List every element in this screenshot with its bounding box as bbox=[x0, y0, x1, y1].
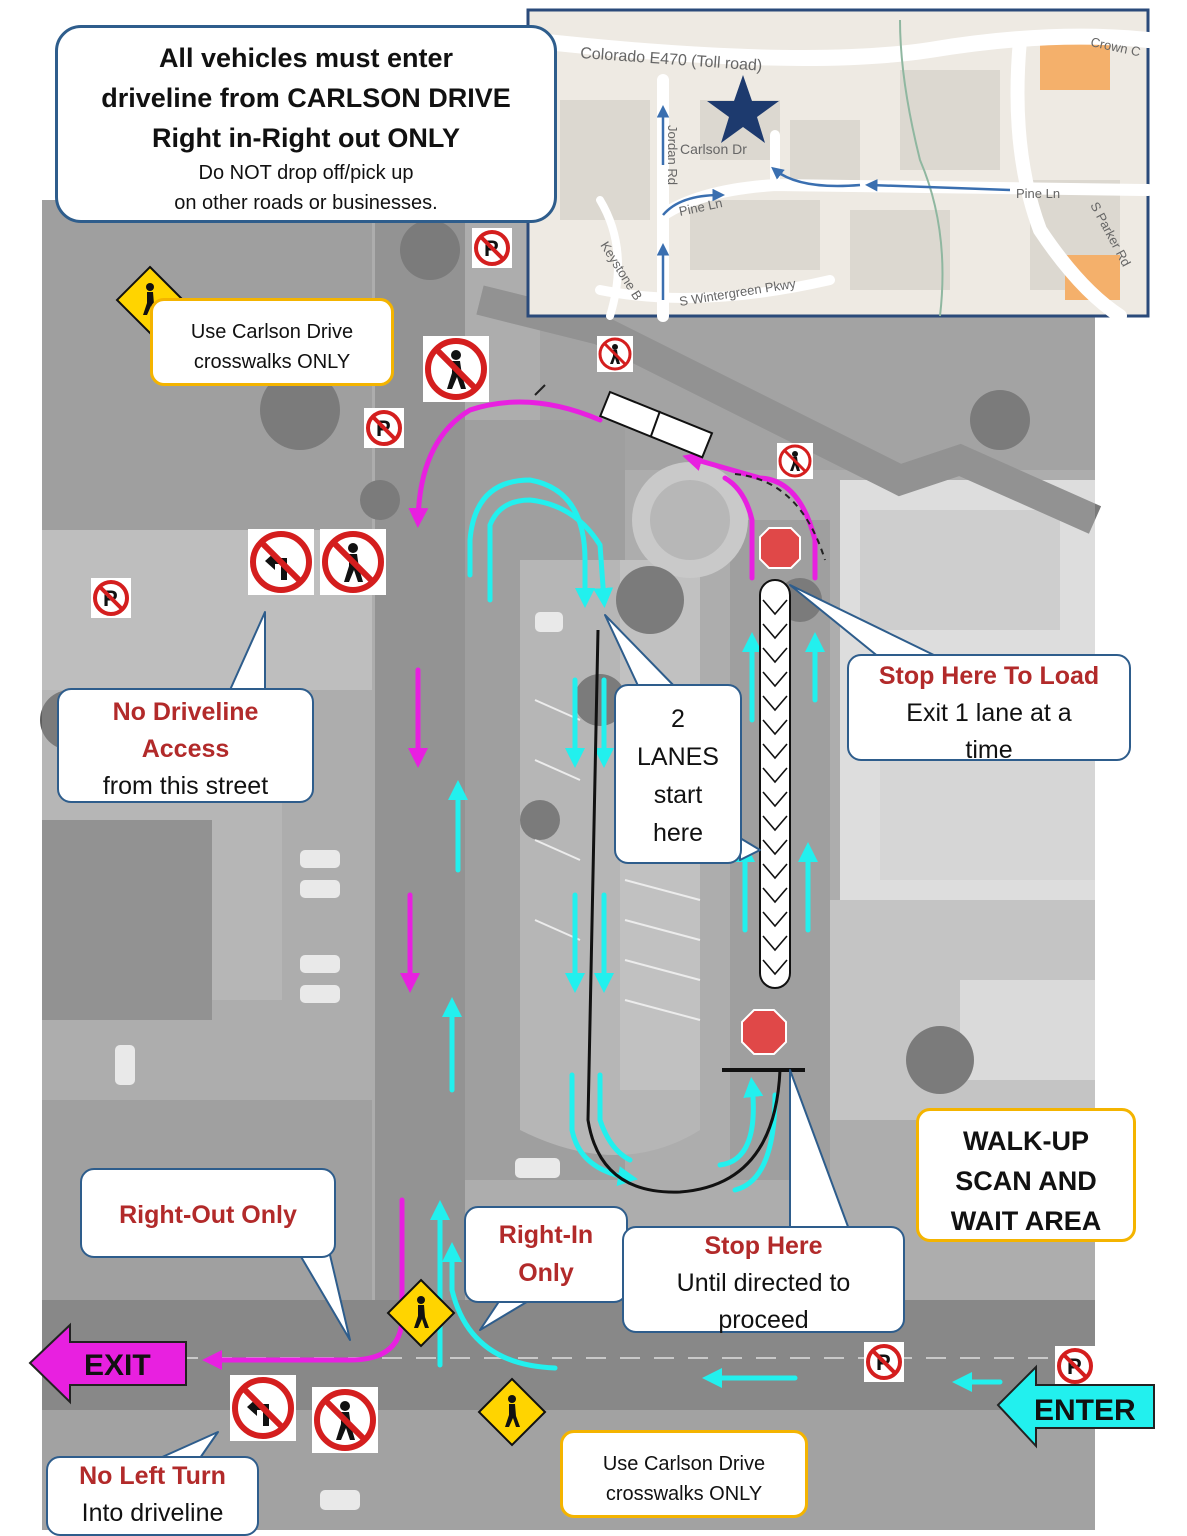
right-out-callout: Right-Out Only bbox=[80, 1168, 336, 1258]
no-access-line1: No Driveline bbox=[112, 698, 259, 726]
chevron-median bbox=[759, 579, 791, 989]
stop-here-callout: Stop Here Until directed to proceed bbox=[622, 1226, 905, 1334]
no-left-turn-icon bbox=[248, 529, 314, 595]
stop-load-line2: time bbox=[965, 736, 1013, 764]
right-out-line1: Right-Out Only bbox=[119, 1201, 297, 1229]
two-lanes-line1: 2 bbox=[671, 705, 685, 733]
no-left-title: No Left Turn bbox=[79, 1462, 226, 1490]
crosswalk-bottom-line2: crosswalks ONLY bbox=[605, 1483, 763, 1505]
no-parking-icon: P bbox=[364, 408, 404, 448]
no-pedestrian-icon bbox=[320, 529, 386, 595]
no-parking-icon: P bbox=[864, 1342, 904, 1382]
no-pedestrian-icon bbox=[423, 336, 489, 402]
two-lanes-line4: here bbox=[652, 819, 704, 847]
stop-here-line1: Until directed to bbox=[676, 1269, 851, 1297]
two-lanes-line3: start bbox=[653, 781, 703, 809]
no-parking-icon: P bbox=[472, 228, 512, 268]
two-lanes-callout: 2 LANES start here bbox=[614, 684, 742, 864]
inbound-route bbox=[430, 477, 1003, 1392]
stop-here-title: Stop Here bbox=[704, 1232, 823, 1260]
header-line1: All vehicles must enter bbox=[158, 43, 454, 73]
enter-arrow: ENTER bbox=[996, 1364, 1155, 1449]
no-left-turn-icon bbox=[230, 1375, 296, 1441]
enter-label: ENTER bbox=[1034, 1394, 1136, 1427]
stop-sign-icon bbox=[741, 1009, 787, 1055]
pine-right-label: Pine Ln bbox=[1016, 186, 1060, 201]
no-parking-icon: P bbox=[1055, 1346, 1095, 1386]
header-line3: Right in-Right out ONLY bbox=[152, 123, 460, 153]
walkup-line1: WALK-UP bbox=[963, 1126, 1089, 1156]
jordan-label: Jordan Rd bbox=[665, 125, 680, 185]
pedestrian-crossing-icon bbox=[477, 1377, 547, 1447]
crosswalk-top-line1: Use Carlson Drive bbox=[190, 321, 354, 343]
header-line4: Do NOT drop off/pick up bbox=[198, 162, 414, 184]
header-line2: driveline from CARLSON DRIVE bbox=[101, 83, 511, 113]
crosswalk-note-bottom: Use Carlson Drive crosswalks ONLY bbox=[560, 1430, 808, 1518]
two-lanes-line2: LANES bbox=[637, 743, 719, 771]
pedestrian-crossing-icon bbox=[386, 1278, 456, 1348]
star-icon bbox=[707, 75, 779, 143]
walkup-line3: WAIT AREA bbox=[950, 1206, 1102, 1236]
stop-load-line1: Exit 1 lane at a bbox=[906, 699, 1072, 727]
stop-load-title: Stop Here To Load bbox=[878, 662, 1100, 690]
right-in-callout: Right-In Only bbox=[464, 1206, 628, 1303]
lane-divider bbox=[586, 629, 782, 1194]
no-pedestrian-icon bbox=[777, 443, 813, 479]
crosswalk-note-top: Use Carlson Drive crosswalks ONLY bbox=[150, 298, 394, 386]
stop-here-line2: proceed bbox=[718, 1306, 809, 1334]
stop-sign-icon bbox=[759, 527, 801, 569]
no-pedestrian-icon bbox=[597, 336, 633, 372]
no-parking-icon: P bbox=[91, 578, 131, 618]
right-in-line1: Right-In bbox=[498, 1221, 594, 1249]
aerial-photo bbox=[40, 200, 1102, 1530]
exit-label: EXIT bbox=[84, 1349, 151, 1382]
outbound-route bbox=[202, 399, 818, 1370]
inset-map[interactable]: Colorado E470 (Toll road) Crown C Carlso… bbox=[520, 8, 1156, 323]
bus-outline bbox=[598, 390, 714, 459]
no-access-line2: Access bbox=[141, 735, 230, 763]
right-in-line2: Only bbox=[518, 1259, 574, 1287]
exit-arrow: EXIT bbox=[28, 1322, 187, 1405]
no-left-turn-callout: No Left Turn Into driveline bbox=[46, 1456, 259, 1536]
no-pedestrian-icon bbox=[312, 1387, 378, 1453]
no-access-callout: No Driveline Access from this street bbox=[57, 688, 314, 803]
header-line5: on other roads or businesses. bbox=[174, 192, 438, 214]
walkup-area-box: WALK-UP SCAN AND WAIT AREA bbox=[916, 1108, 1136, 1242]
crosswalk-bottom-line1: Use Carlson Drive bbox=[602, 1453, 766, 1475]
header-notice: All vehicles must enter driveline from C… bbox=[55, 25, 557, 223]
no-access-line3: from this street bbox=[102, 772, 269, 800]
no-left-line1: Into driveline bbox=[81, 1499, 224, 1527]
crosswalk-top-line2: crosswalks ONLY bbox=[193, 351, 351, 373]
walkup-line2: SCAN AND bbox=[955, 1166, 1097, 1196]
stop-load-callout: Stop Here To Load Exit 1 lane at a time bbox=[847, 654, 1131, 764]
carlson-label: Carlson Dr bbox=[680, 141, 747, 157]
route-arrow-icon bbox=[656, 105, 1011, 300]
